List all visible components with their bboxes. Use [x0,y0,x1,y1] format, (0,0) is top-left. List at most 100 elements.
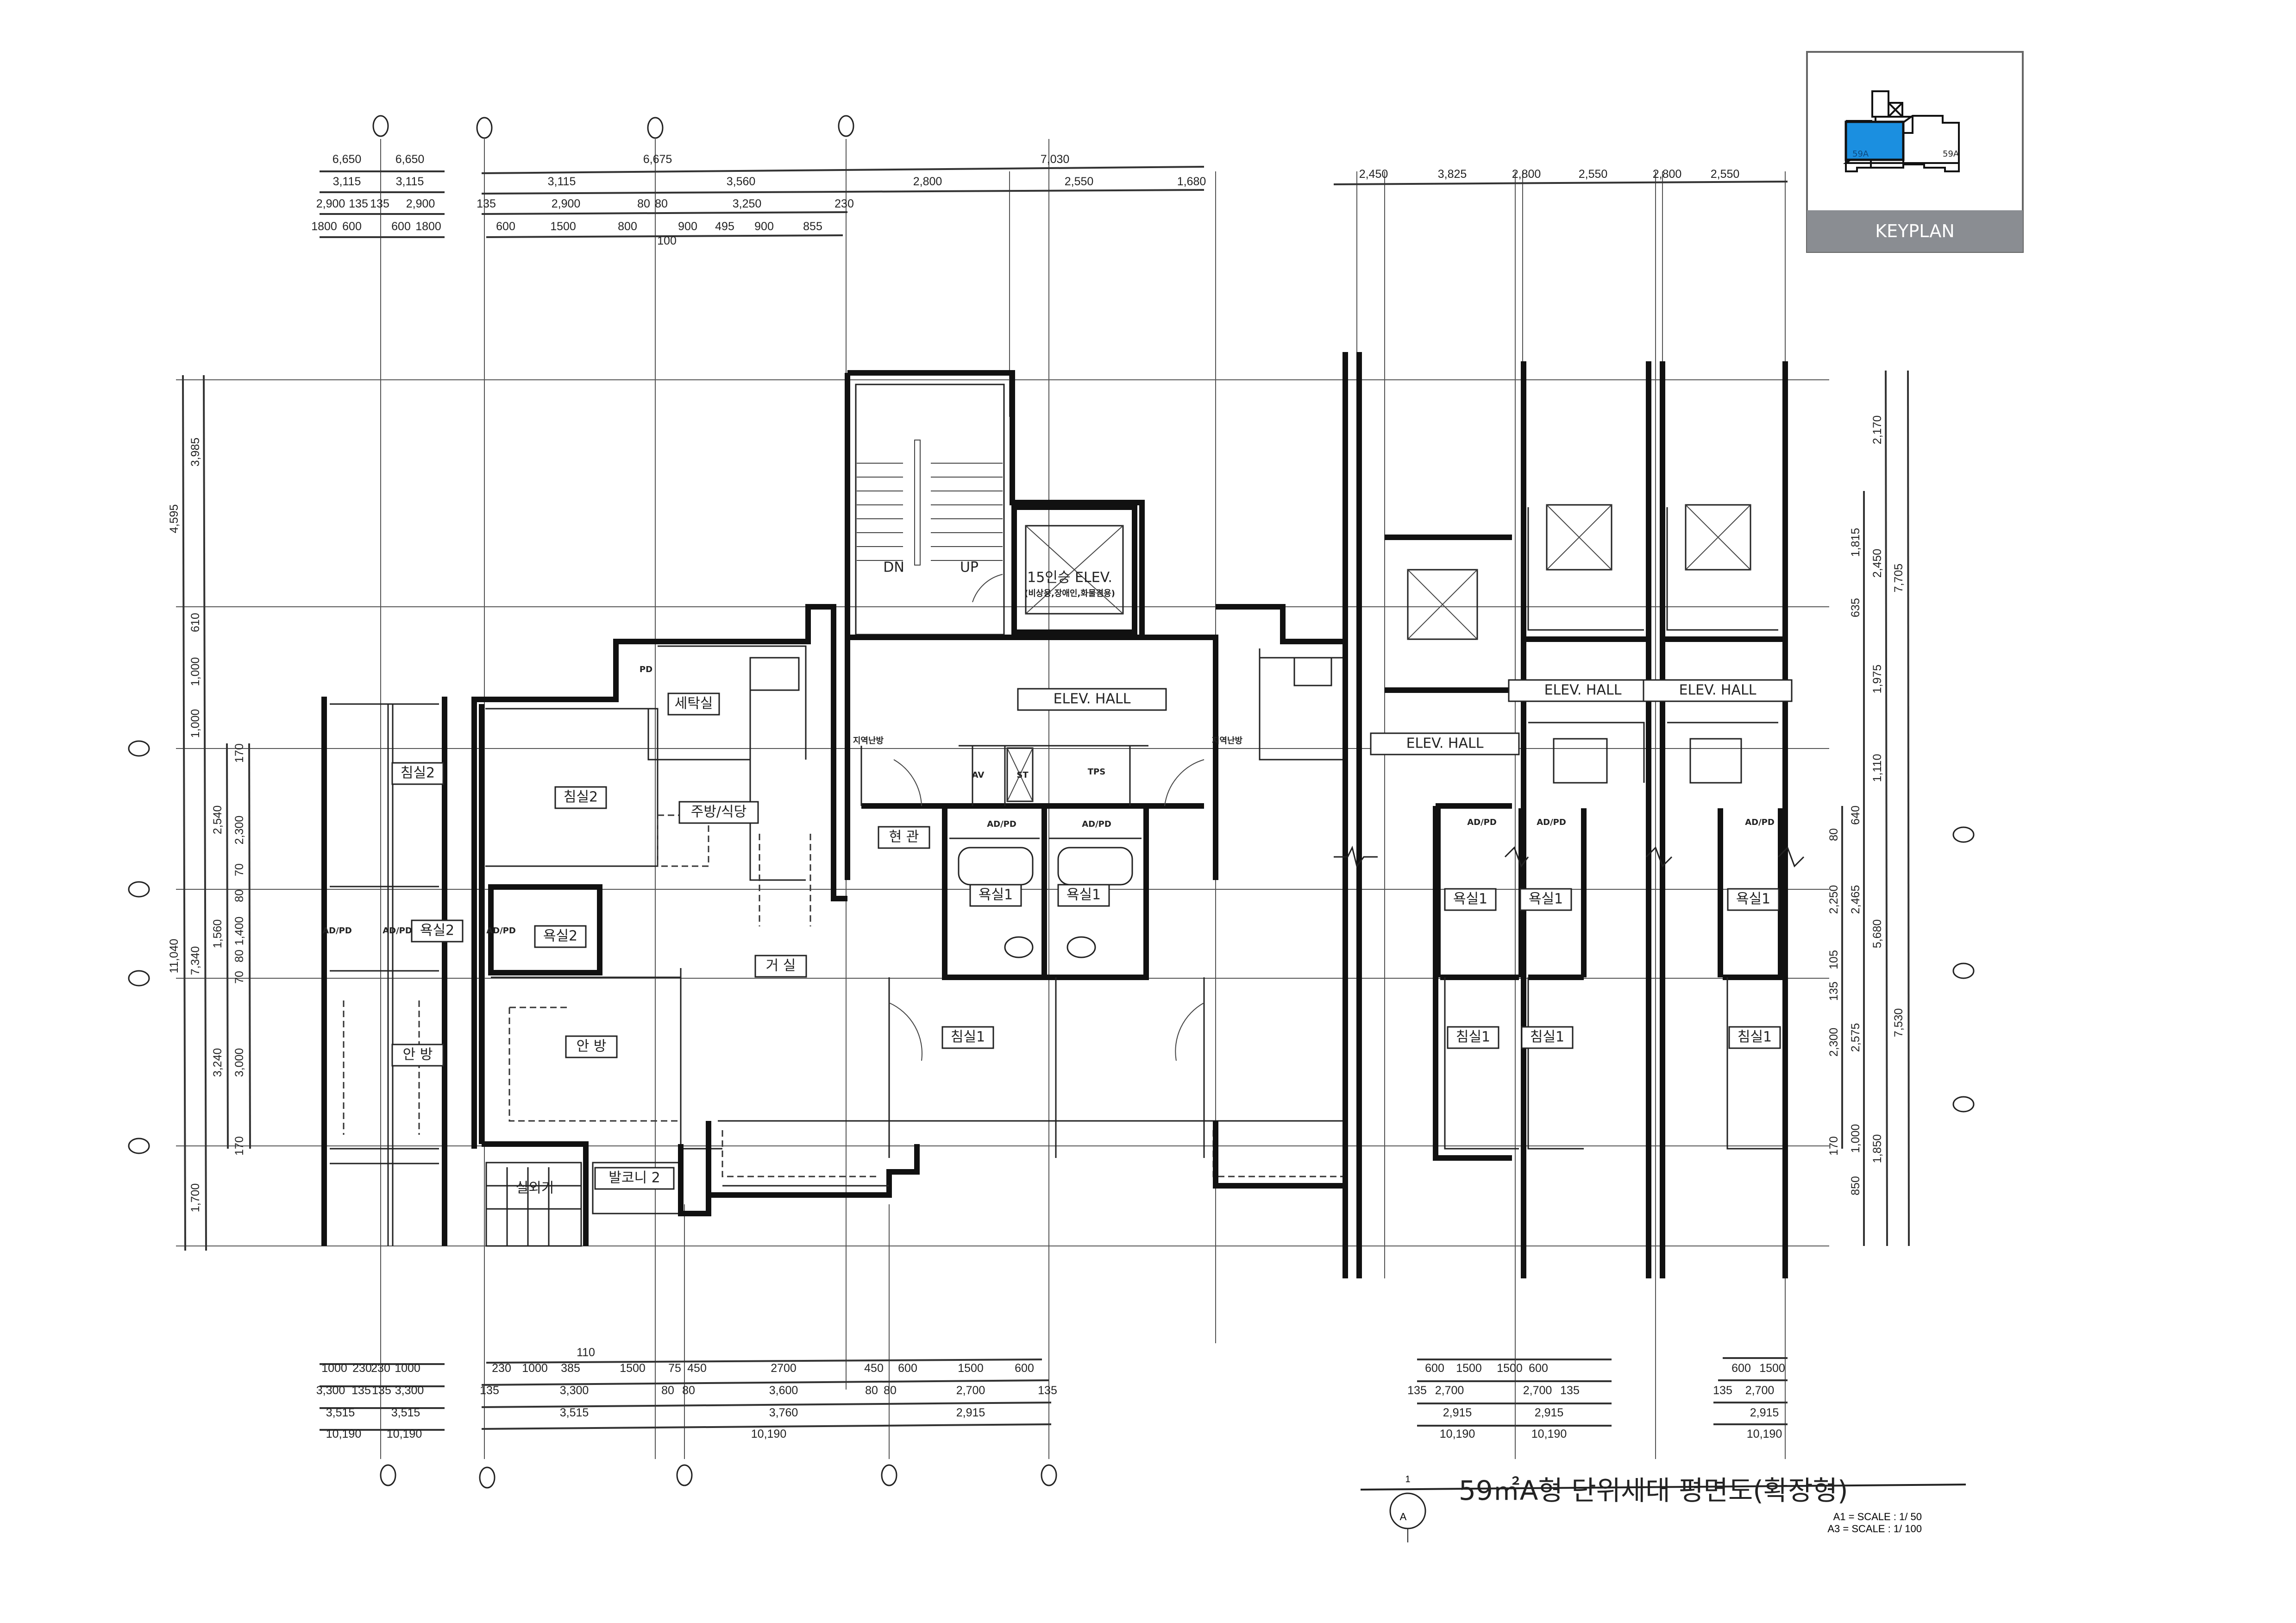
room-label-group: 침실2 [554,786,607,809]
room-label-box [1727,888,1780,911]
room-label-box [1057,884,1110,907]
room-label: AD/PD [383,926,412,936]
dimension-label: 600 [1529,1362,1548,1375]
room-label-group: 침실1 [1521,1026,1574,1049]
room-label-group: ELEV. HALL [1370,732,1520,755]
dimension-label: 230 [492,1362,511,1375]
dimension-label: 850 [1849,1176,1862,1195]
dimension-label: 2,700 [1523,1384,1552,1397]
dimension-label: 2700 [771,1362,797,1375]
room-label: 욕실2 [420,923,454,939]
room-label-box [941,1026,994,1049]
room-label-group: 욕실1 [1727,888,1780,911]
scale-a3: A3 = SCALE : 1/ 100 [1827,1523,1922,1535]
dimension-label: 1500 [620,1362,646,1375]
keyplan: KEYPLAN 59A 59A [1806,51,2024,253]
room-label-box [554,786,607,809]
dimension-label: 3,115 [548,175,576,188]
dimension-label: 80 [1827,828,1840,841]
dimension-label: 3,560 [727,175,756,188]
dimension-label: 80 [865,1384,878,1397]
dimension-label: 3,600 [769,1384,798,1397]
room-label: 안 방 [403,1047,433,1063]
room-label-group: AD/PD [1537,818,1566,827]
room-label-box [1508,679,1658,702]
room-label: 15인승 ELEV. [1027,570,1112,586]
dimension-label: 80 [233,950,246,962]
room-label-group: ELEV. HALL [1017,688,1167,711]
grid-axis-bubble [1952,1096,1975,1113]
dimension-label: 3,240 [211,1048,224,1077]
grid-axis-bubble [1041,1464,1057,1486]
dimension-label: 135 [372,1384,391,1397]
dimension-label: 2,900 [552,197,581,210]
dimension-label: 2,700 [1745,1384,1775,1397]
room-label-group: PD [640,665,652,674]
room-label-group: 발코니 2 [594,1167,675,1190]
dimension-label: 70 [233,971,246,984]
dimension-label: 1500 [958,1362,984,1375]
dimension-label: 70 [233,863,246,876]
dimension-label: 1,000 [189,657,202,686]
room-label: 침실1 [1530,1029,1564,1045]
room-label: 욕실2 [543,928,577,944]
room-label: AD/PD [322,926,352,936]
room-label-box [969,884,1022,907]
dimension-label: 900 [678,220,697,233]
room-label-group: 지역난방 [853,736,884,746]
dimension-label: 2,300 [233,816,246,845]
room-label-group: 거 실 [754,955,807,978]
room-label: 침실1 [1456,1029,1490,1045]
dimension-label: 1,400 [233,917,246,946]
room-label: 현 관 [889,829,919,845]
dimension-label: 2,900 [406,197,435,210]
room-label-box [1521,1026,1574,1049]
dimension-label: 2,800 [1512,168,1541,181]
grid-axis-bubble [372,115,389,137]
dimension-label: 7,030 [1041,153,1070,166]
room-label-group: ELEV. HALL [1643,679,1793,702]
dimension-label: 230 [371,1362,390,1375]
dimension-label: 105 [1827,950,1840,969]
dimension-label: 80 [884,1384,897,1397]
drawing-title: 59㎡A형 단위세대 평면도(확장형) [1459,1475,1848,1506]
room-label-box [1017,688,1167,711]
room-label: ST [1016,770,1029,780]
room-label-group: 욕실1 [1057,884,1110,907]
dimension-label: 10,190 [387,1428,422,1441]
room-label-box [391,1044,444,1067]
dimension-label: 2,250 [1827,885,1840,914]
room-label-group: ST [1016,770,1029,780]
room-label-group: 안 방 [565,1035,618,1058]
dimension-label: 2,550 [1711,168,1740,181]
room-label-group: AD/PD [1745,818,1775,827]
section-symbol-number: 1 [1405,1474,1410,1485]
dimension-label: 1000 [321,1362,347,1375]
dimension-label: 135 [370,197,389,210]
room-label-box [878,826,930,849]
room-label: 세탁실 [675,696,713,712]
grid-axis-bubble [838,115,854,137]
dimension-label: 1800 [415,220,441,233]
dimension-label: 600 [1425,1362,1444,1375]
room-label-group: (비상용,장애인,화물겸용) [1024,589,1115,598]
dimension-label: 600 [391,220,411,233]
dimension-label: 2,700 [1435,1384,1464,1397]
grid-axis-bubble [479,1466,496,1489]
dimension-label: 2,900 [316,197,345,210]
dimension-label: 1,680 [1177,175,1206,188]
room-label: PD [640,665,652,674]
grid-axis-bubble [647,117,664,139]
dimension-label: 610 [189,613,202,632]
dimension-label: 3,300 [316,1384,345,1397]
grid-axis-bubble [128,740,150,757]
dimension-label: 10,190 [1440,1428,1475,1441]
dimension-label: 1500 [1759,1362,1785,1375]
dimension-label: 1,000 [189,709,202,738]
room-label-group: 지역난방 [1212,736,1243,746]
dimension-label: 600 [1015,1362,1034,1375]
room-label-group: 침실1 [1728,1026,1781,1049]
title-block: 1 A 59㎡A형 단위세대 평면도(확장형) A1 = SCALE : 1/ … [1360,1474,1966,1542]
room-label: 주방/식당 [691,804,747,820]
